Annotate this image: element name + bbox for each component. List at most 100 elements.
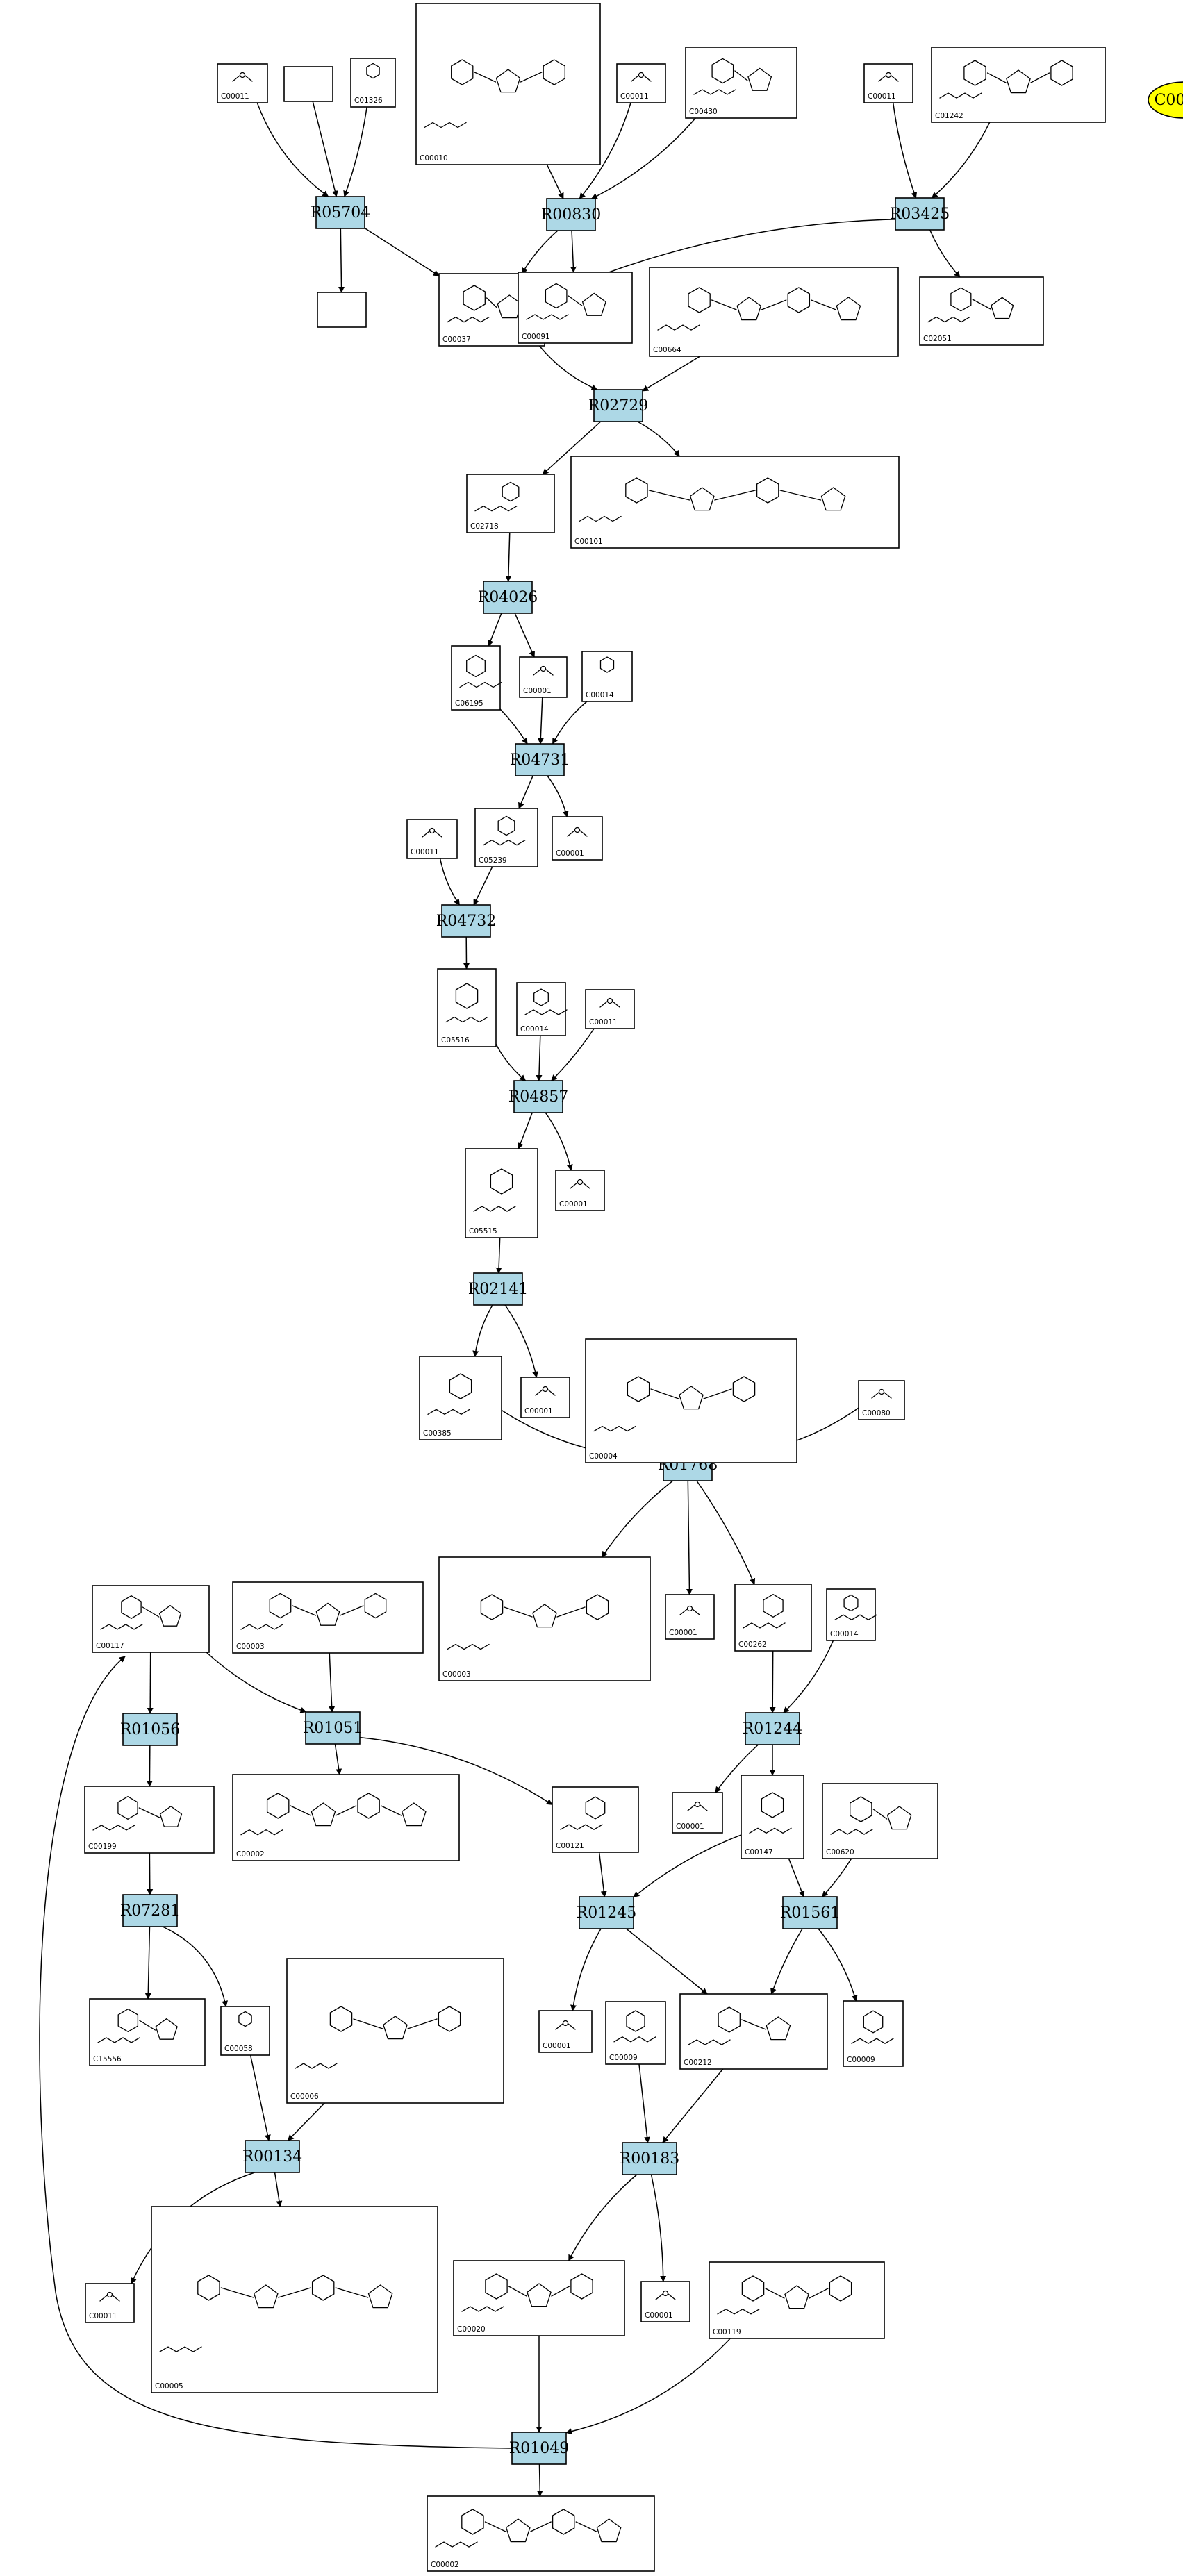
compound-node[interactable]: C00101: [570, 456, 900, 549]
compound-box[interactable]: [151, 2206, 438, 2393]
compound-node[interactable]: [317, 292, 367, 328]
reaction-node[interactable]: R05704: [311, 196, 371, 229]
compound-box[interactable]: [679, 1993, 828, 2070]
compound-node[interactable]: C00004: [585, 1338, 797, 1463]
compound-box[interactable]: [570, 456, 900, 549]
compound-box[interactable]: [640, 2281, 690, 2322]
compound-node[interactable]: C01326: [350, 58, 396, 108]
compound-box[interactable]: [84, 1786, 215, 1854]
compound-node[interactable]: C00011: [863, 63, 913, 103]
compound-box[interactable]: [858, 1380, 905, 1420]
compound-node[interactable]: C00020: [453, 2260, 625, 2336]
compound-node[interactable]: C06195: [451, 645, 501, 711]
compound-box[interactable]: [843, 2000, 904, 2067]
compound-node[interactable]: C00009: [843, 2000, 904, 2067]
compound-node[interactable]: C00091: [518, 272, 633, 344]
compound-node[interactable]: C00014: [516, 982, 566, 1036]
reaction-box[interactable]: [622, 2142, 677, 2175]
compound-box[interactable]: [741, 1775, 804, 1859]
compound-node[interactable]: C00620: [822, 1783, 938, 1859]
reaction-box[interactable]: [473, 1272, 523, 1306]
reaction-box[interactable]: [315, 196, 365, 229]
compound-box[interactable]: [220, 2006, 270, 2056]
reaction-node[interactable]: R03425: [890, 197, 950, 231]
reaction-node[interactable]: R01051: [303, 1711, 363, 1745]
reaction-node[interactable]: R01244: [743, 1712, 803, 1745]
compound-node[interactable]: C00003: [438, 1556, 651, 1681]
compound-box[interactable]: [317, 292, 367, 328]
compound-node[interactable]: [283, 66, 333, 102]
compound-box[interactable]: [427, 2495, 655, 2572]
reaction-node[interactable]: R04731: [510, 743, 570, 776]
compound-node[interactable]: C00011: [616, 63, 666, 103]
compound-box[interactable]: [555, 1170, 605, 1211]
reaction-box[interactable]: [122, 1713, 178, 1746]
compound-box[interactable]: [451, 645, 501, 711]
compound-box[interactable]: [665, 1594, 715, 1640]
compound-node[interactable]: C05515: [465, 1148, 538, 1238]
compound-box[interactable]: [232, 1774, 460, 1861]
reaction-node[interactable]: R00183: [620, 2142, 680, 2175]
reaction-box[interactable]: [515, 743, 565, 776]
compound-node[interactable]: C00002: [232, 1774, 460, 1861]
compound-box[interactable]: [419, 1356, 502, 1440]
compound-box[interactable]: [931, 47, 1106, 123]
compound-node[interactable]: C00014: [581, 651, 633, 702]
reaction-box[interactable]: [745, 1712, 800, 1745]
compound-box[interactable]: [585, 989, 635, 1029]
compound-node[interactable]: C00117: [92, 1585, 210, 1653]
compound-node[interactable]: C00003: [232, 1581, 424, 1654]
compound-box[interactable]: [415, 3, 601, 165]
compound-box[interactable]: [822, 1783, 938, 1859]
compound-node[interactable]: C00002: [427, 2495, 655, 2572]
compound-node[interactable]: C05516: [437, 968, 497, 1047]
compound-node[interactable]: C00001: [519, 656, 568, 698]
compound-node[interactable]: C00001: [665, 1594, 715, 1640]
compound-node[interactable]: C00001: [555, 1170, 605, 1211]
compound-box[interactable]: [649, 267, 899, 357]
reaction-node[interactable]: R04732: [436, 904, 497, 938]
compound-node[interactable]: C00385: [419, 1356, 502, 1440]
compound-node[interactable]: C00011: [85, 2283, 135, 2323]
reaction-node[interactable]: R02729: [588, 389, 649, 422]
compound-node[interactable]: C02718: [466, 474, 555, 533]
reaction-node[interactable]: R07281: [120, 1894, 181, 1927]
compound-node[interactable]: C00199: [84, 1786, 215, 1854]
reaction-box[interactable]: [441, 904, 491, 938]
compound-box[interactable]: [518, 272, 633, 344]
compound-node[interactable]: C00011: [217, 63, 268, 103]
compound-node[interactable]: C00011: [585, 989, 635, 1029]
reaction-box[interactable]: [593, 389, 643, 422]
compound-node[interactable]: C00011: [406, 819, 458, 859]
compound-box[interactable]: [538, 2010, 593, 2053]
compound-box[interactable]: [453, 2260, 625, 2336]
reaction-box[interactable]: [511, 2432, 567, 2465]
highlight-ellipse[interactable]: [1148, 81, 1183, 119]
compound-box[interactable]: [552, 816, 603, 861]
compound-box[interactable]: [437, 968, 497, 1047]
compound-box[interactable]: [734, 1584, 812, 1652]
reaction-node[interactable]: R01049: [509, 2432, 570, 2465]
compound-node[interactable]: C02051: [919, 276, 1044, 346]
reaction-box[interactable]: [895, 197, 945, 231]
reaction-box[interactable]: [782, 1896, 838, 1929]
compound-node[interactable]: C00006: [286, 1958, 504, 2104]
compound-box[interactable]: [438, 1556, 651, 1681]
reaction-node[interactable]: R01056: [120, 1713, 181, 1746]
compound-node[interactable]: C15556: [89, 1998, 206, 2066]
compound-node[interactable]: C00001: [640, 2281, 690, 2322]
compound-node[interactable]: C00262: [734, 1584, 812, 1652]
compound-node[interactable]: C00080: [858, 1380, 905, 1420]
reaction-node[interactable]: R01245: [577, 1896, 637, 1929]
compound-box[interactable]: [581, 651, 633, 702]
reaction-box[interactable]: [305, 1711, 361, 1745]
compound-box[interactable]: [217, 63, 268, 103]
compound-node[interactable]: C00001: [538, 2010, 593, 2053]
compound-box[interactable]: [585, 1338, 797, 1463]
compound-box[interactable]: [685, 47, 797, 119]
reaction-box[interactable]: [245, 2140, 300, 2173]
reaction-node[interactable]: R01561: [780, 1896, 841, 1929]
compound-box[interactable]: [232, 1581, 424, 1654]
compound-box[interactable]: [466, 474, 555, 533]
reaction-box[interactable]: [513, 1080, 563, 1113]
